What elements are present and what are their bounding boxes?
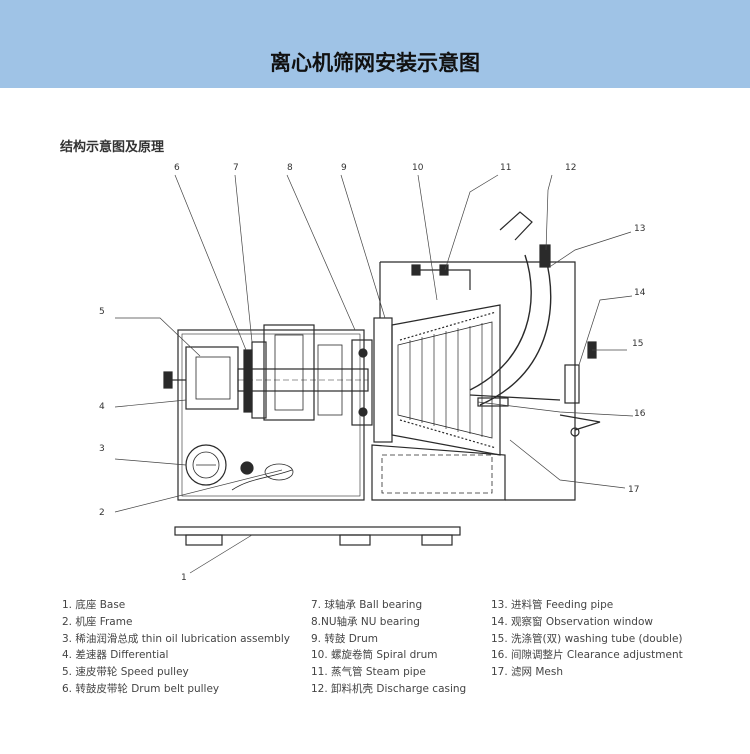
base-foot-left [185, 534, 223, 546]
callout-16: 16 [634, 409, 646, 419]
callout-17: 17 [628, 485, 639, 495]
legend-item: 12. 卸料机壳 Discharge casing [311, 682, 467, 695]
steam-pipe [416, 269, 471, 290]
legend-item: 5. 速皮带轮 Speed pulley [62, 666, 189, 679]
callout-6: 6 [174, 163, 180, 173]
feeding-pipe [499, 211, 533, 241]
page-title: 离心机筛网安装示意图 [270, 51, 480, 75]
legend-item: 10. 螺旋卷筒 Spiral drum [311, 649, 438, 662]
callout-5: 5 [99, 307, 105, 317]
title-banner [0, 0, 750, 88]
spiral-drum [397, 321, 493, 439]
legend-item: 3. 稀油润滑总成 thin oil lubrication assembly [62, 632, 290, 645]
observation-window [564, 364, 580, 404]
drum-belt-pulley [263, 324, 315, 421]
discharge-casing [371, 444, 506, 501]
legend-item: 7. 球轴承 Ball bearing [311, 599, 423, 611]
diagram-subtitle: 结构示意图及原理 [60, 140, 165, 155]
legend-column-2: 7. 球轴承 Ball bearing 8.NU轴承 NU bearing 9.… [311, 597, 466, 698]
legend-item: 11. 蒸气管 Steam pipe [311, 666, 426, 679]
callout-3: 3 [99, 444, 105, 454]
callout-4: 4 [99, 402, 105, 412]
callout-13: 13 [634, 224, 645, 234]
callout-12: 12 [565, 163, 576, 173]
callout-15: 15 [632, 339, 643, 349]
mesh [399, 311, 497, 341]
callout-2: 2 [99, 508, 105, 518]
callout-1: 1 [181, 573, 187, 583]
legend-column-3: 13. 进料管 Feeding pipe 14. 观察窗 Observation… [491, 597, 683, 681]
legend-item: 9. 转鼓 Drum [311, 632, 378, 645]
legend-item: 13. 进料管 Feeding pipe [491, 599, 614, 611]
legend-item: 1. 底座 Base [62, 599, 126, 611]
callout-9: 9 [341, 163, 347, 173]
base-rail [174, 526, 461, 536]
base-foot-mid [339, 534, 371, 546]
legend-item: 4. 差速器 Differential [62, 649, 169, 662]
legend-column-1: 1. 底座 Base 2. 机座 Frame 3. 稀油润滑总成 thin oi… [62, 597, 290, 698]
legend-item: 17. 滤网 Mesh [491, 666, 564, 679]
legend-item: 16. 间隙调整片 Clearance adjustment [491, 649, 683, 662]
base-foot-right [421, 534, 453, 546]
centrifuge-diagram: 1 2 3 4 5 6 7 8 9 10 11 12 13 14 15 16 1… [99, 163, 646, 583]
nu-bearing [351, 339, 373, 426]
callout-7: 7 [233, 163, 239, 173]
legend-item: 14. 观察窗 Observation window [491, 615, 653, 628]
legend-item: 2. 机座 Frame [62, 615, 133, 628]
legend-item: 6. 转鼓皮带轮 Drum belt pulley [62, 682, 220, 695]
legend-item: 8.NU轴承 NU bearing [311, 615, 420, 628]
callout-11: 11 [500, 163, 511, 173]
washing-tube [469, 394, 561, 401]
ball-bearing [243, 349, 253, 413]
legend-item: 15. 洗涤管(双) washing tube (double) [491, 632, 683, 645]
callout-8: 8 [287, 163, 293, 173]
callout-14: 14 [634, 288, 646, 298]
callout-10: 10 [412, 163, 424, 173]
